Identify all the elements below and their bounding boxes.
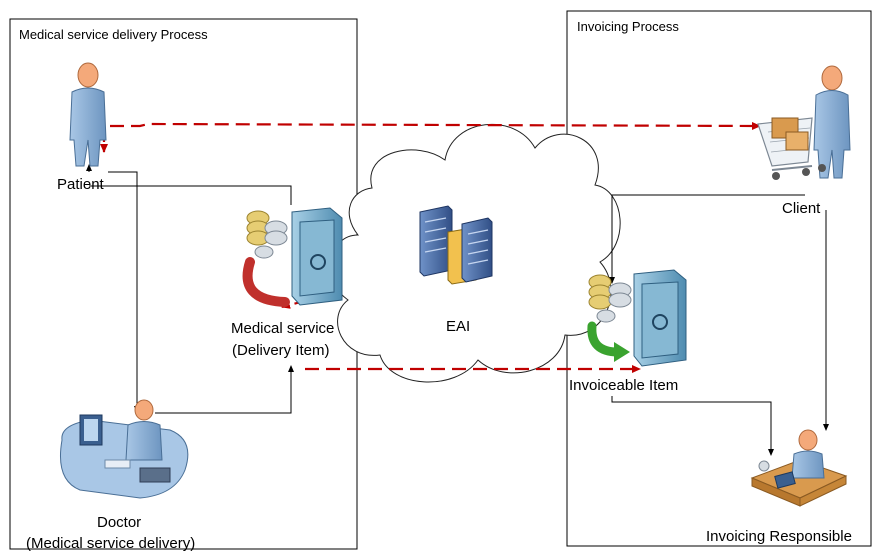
patient-to-client-arrow [110, 121, 761, 130]
control-lines [86, 164, 829, 456]
eai-label: EAI [446, 318, 471, 335]
medical-item-label-line2: (Delivery Item) [232, 342, 330, 359]
doctor-icon [60, 399, 189, 499]
invoiceable-item-label: Invoiceable Item [569, 377, 679, 394]
client-icon [757, 65, 851, 180]
client-label: Client [782, 200, 821, 217]
invoicing-process-title: Invoicing Process [577, 19, 679, 34]
doctor-label-line2: (Medical service delivery) [26, 535, 196, 552]
eai-server-icon [419, 205, 493, 285]
medical-process-title: Medical service delivery Process [19, 27, 208, 42]
invoicing-responsible-icon [750, 429, 848, 507]
medical-item-label-line1: Medical service [231, 320, 335, 337]
patient-label: Patient [57, 176, 104, 193]
doctor-label-line1: Doctor [97, 514, 142, 531]
invoiceable-item-icon [587, 269, 687, 367]
patient-icon [69, 62, 107, 167]
medical-item-icon [242, 207, 343, 307]
invoicing-responsible-label: Invoicing Responsible [706, 528, 852, 545]
